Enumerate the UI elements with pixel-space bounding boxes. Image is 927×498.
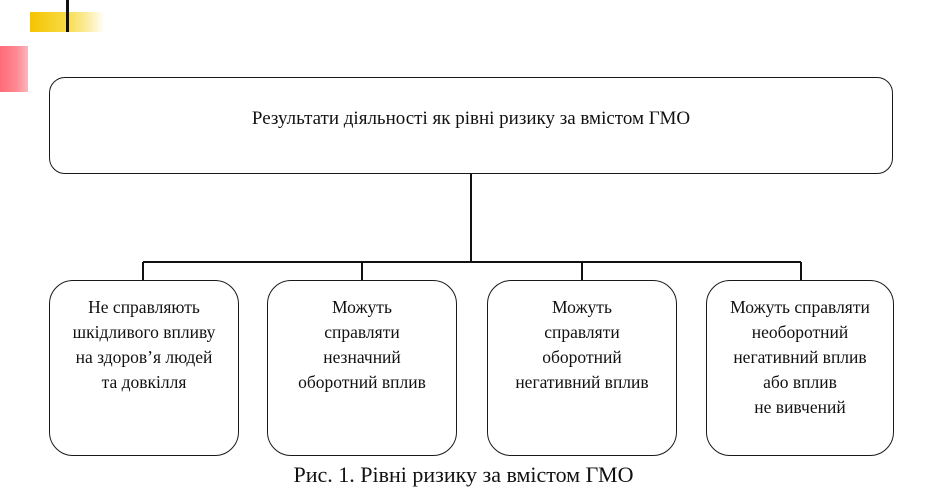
node-text-line: незначний <box>323 347 401 367</box>
node-text-line: справляти <box>544 322 620 342</box>
figure-caption: Рис. 1. Рівні ризику за вмістом ГМО <box>293 462 634 487</box>
node-text-line: Можуть <box>552 297 612 317</box>
node-text-line: Можуть справляти <box>730 297 870 317</box>
node-text-line: справляти <box>324 322 400 342</box>
node-text-line: та довкілля <box>101 372 187 392</box>
node-text-line: необоротний <box>751 322 849 342</box>
child-node-irreversible-or-unstudied: Можуть справляти необоротний негативний … <box>706 280 894 456</box>
node-text-line: оборотний вплив <box>298 372 426 392</box>
node-text-line: не вивчений <box>754 397 846 417</box>
root-node-label: Результати діяльності як рівні ризику за… <box>251 107 691 129</box>
node-text-line: Можуть <box>332 297 392 317</box>
node-text-line: або вплив <box>763 372 837 392</box>
node-text-line: на здоров’я людей <box>75 347 213 367</box>
decorative-red-square <box>0 46 28 92</box>
node-text-line: Не справляють <box>88 297 200 317</box>
child-node-reversible-negative: Можуть справляти оборотний негативний вп… <box>487 280 677 456</box>
child-node-no-harm: Не справляють шкідливого впливу на здоро… <box>49 280 239 456</box>
child-node-minor-reversible: Можуть справляти незначний оборотний впл… <box>267 280 457 456</box>
node-text-line: шкідливого впливу <box>72 322 216 342</box>
decorative-tick-mark <box>66 0 69 32</box>
node-text-line: оборотний <box>542 347 622 367</box>
root-node: Результати діяльності як рівні ризику за… <box>49 77 893 174</box>
node-text-line: негативний вплив <box>733 347 867 367</box>
node-text-line: негативний вплив <box>515 372 649 392</box>
